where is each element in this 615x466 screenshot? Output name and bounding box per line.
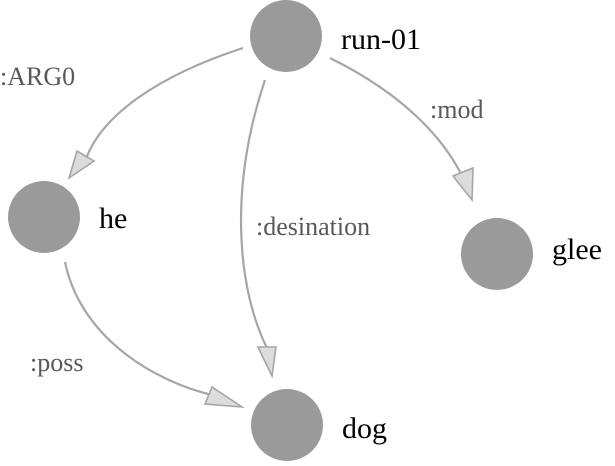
edge-destination-label: :desination: [256, 212, 370, 241]
edge-mod-label: :mod: [430, 95, 483, 124]
edge-poss-label: :poss: [30, 348, 83, 377]
edge-poss-line: [63, 261, 213, 397]
edge-arg0: :ARG0: [0, 46, 244, 180]
edge-mod: :mod: [329, 57, 483, 203]
node-glee-circle: [461, 218, 533, 290]
node-he-label: he: [99, 202, 127, 235]
node-run-01: run-01: [250, 0, 421, 72]
node-run-01-circle: [250, 0, 322, 72]
node-he: he: [8, 181, 127, 253]
edge-mod-line: [329, 57, 464, 179]
edge-destination-line: [239, 79, 268, 349]
edge-mod-arrowhead: [451, 166, 474, 203]
edge-arg0-label: :ARG0: [0, 62, 75, 91]
edge-poss-arrowhead: [203, 385, 246, 409]
edge-destination: :desination: [239, 79, 370, 379]
node-glee-label: glee: [552, 233, 602, 266]
edge-poss: :poss: [30, 261, 246, 409]
edge-arg0-line: [83, 46, 244, 163]
node-dog-label: dog: [342, 412, 387, 445]
edge-destination-arrowhead: [256, 346, 277, 379]
node-dog: dog: [251, 389, 387, 461]
node-run-01-label: run-01: [341, 23, 421, 56]
node-glee: glee: [461, 218, 602, 290]
node-he-circle: [8, 181, 80, 253]
node-dog-circle: [251, 389, 323, 461]
edge-arg0-arrowhead: [67, 149, 96, 180]
